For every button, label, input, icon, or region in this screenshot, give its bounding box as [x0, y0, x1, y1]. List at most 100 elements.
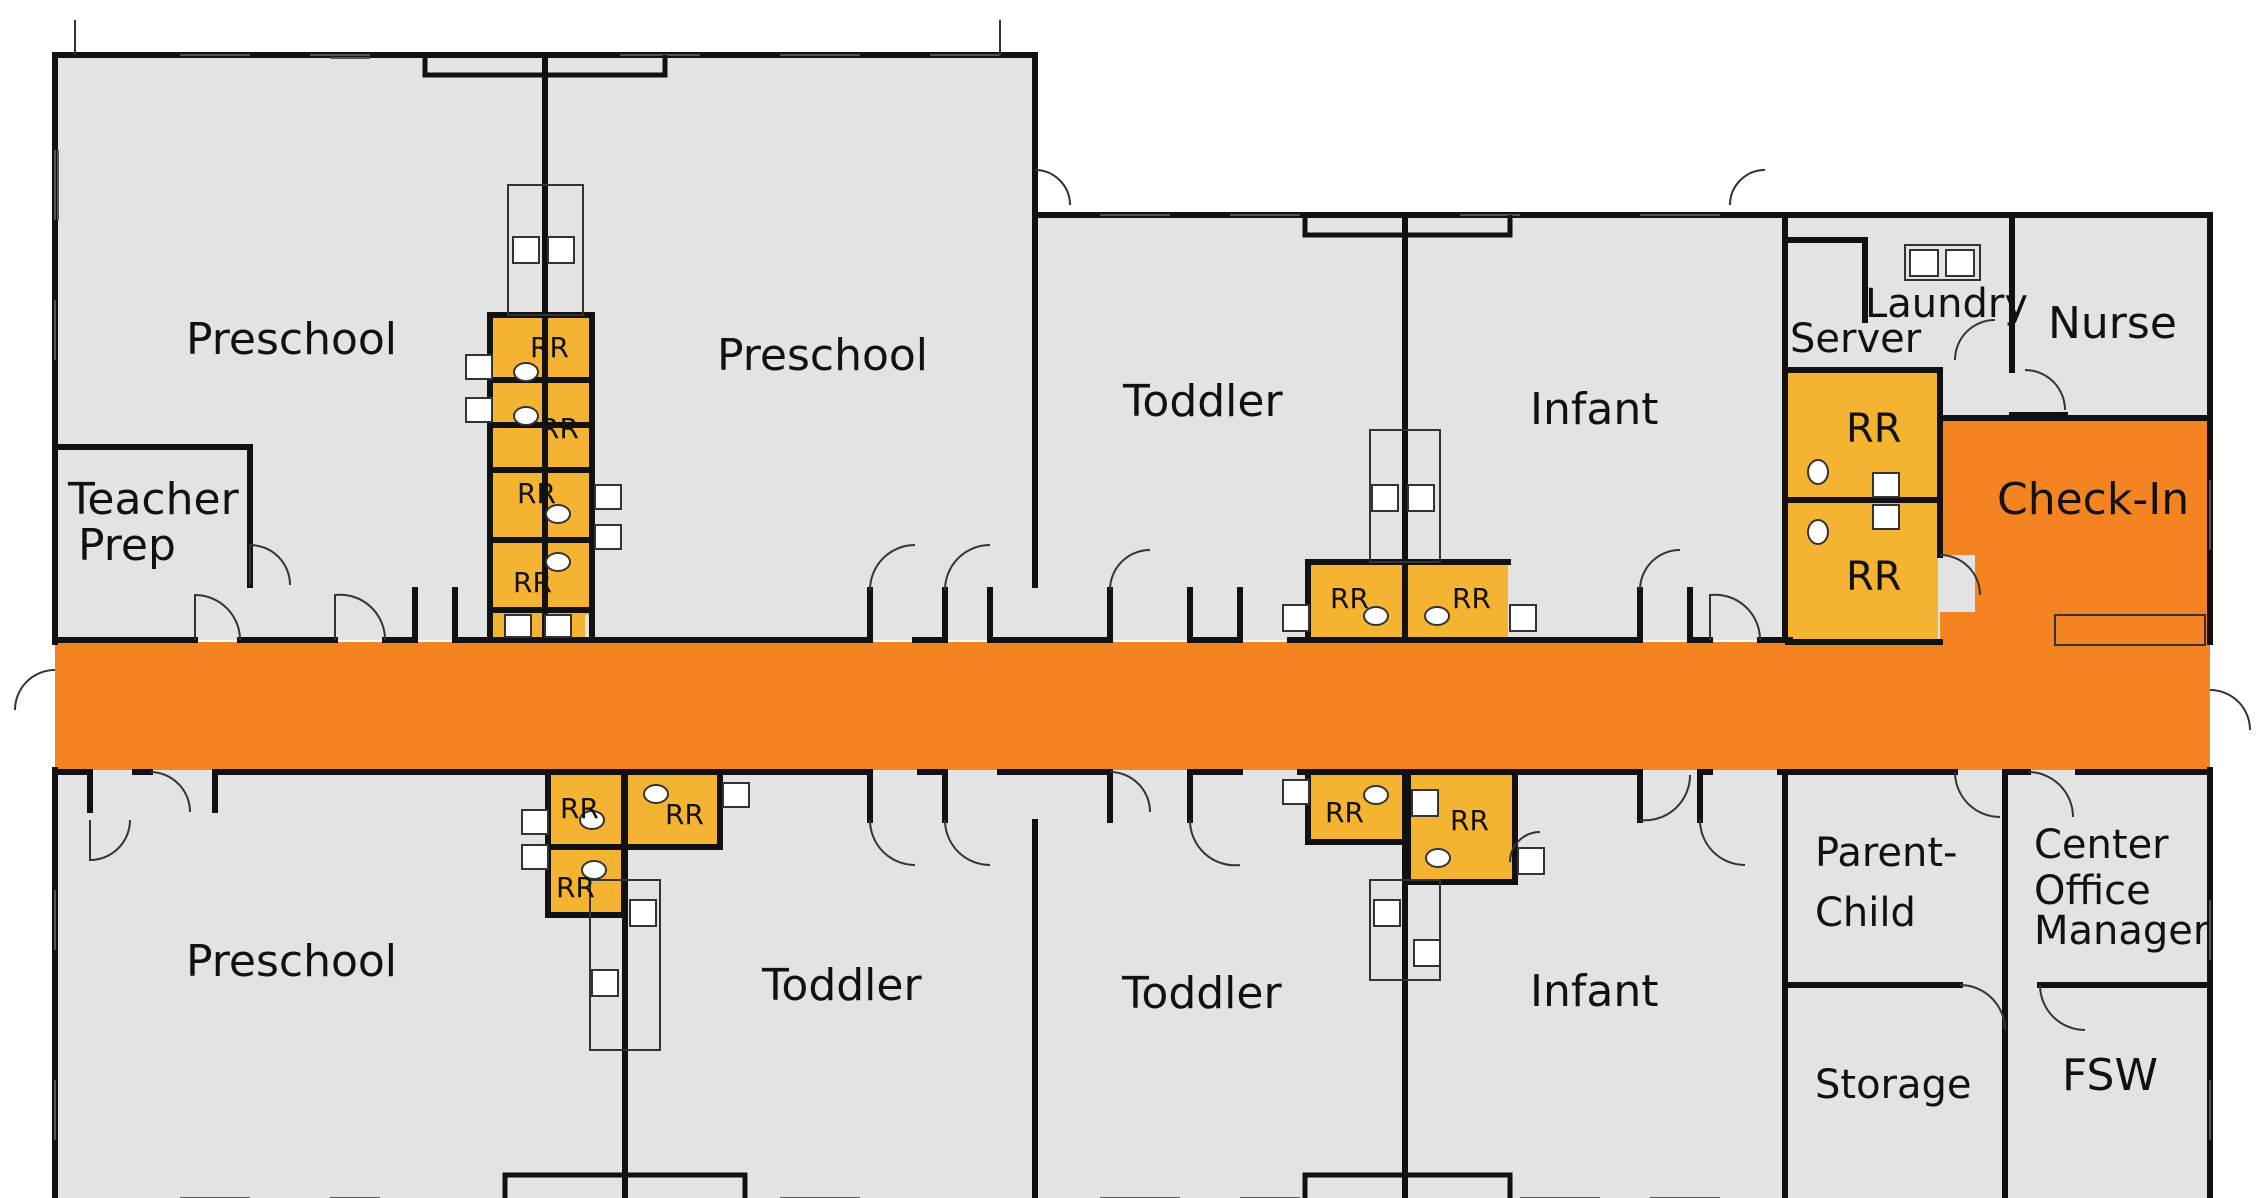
- sink-icon: [1411, 789, 1439, 817]
- countertops: [507, 184, 1981, 1051]
- toilet-icon: [545, 552, 571, 572]
- toilet-icon: [545, 504, 571, 524]
- toilet-icon: [1807, 519, 1829, 545]
- door-swing-icon: [1699, 819, 1746, 866]
- restroom-labels: RR RR RR RR RR RR RR RR RR RR RR RR RR: [513, 331, 1902, 904]
- toilet-icon: [579, 810, 605, 830]
- rr-block-checkin: [1788, 370, 1938, 642]
- room-label-nurse: Nurse: [2048, 298, 2177, 349]
- toilet-icon: [643, 784, 669, 804]
- rr-label: RR: [540, 412, 579, 445]
- room-label-teacher-prep-2: Prep: [78, 520, 176, 571]
- sink-icon: [1909, 249, 1939, 277]
- room-label-teacher-prep-1: Teacher: [67, 474, 240, 525]
- door-swing-icon: [1639, 549, 1681, 591]
- sink-icon: [594, 524, 622, 550]
- sink-icon: [1282, 779, 1310, 805]
- room-label-preschool-nc: Preschool: [717, 330, 928, 381]
- room-label-preschool-nw: Preschool: [186, 314, 397, 365]
- sink-icon: [465, 397, 493, 423]
- door-swing-icon: [869, 819, 916, 866]
- room-label-fsw: FSW: [2062, 1050, 2158, 1101]
- check-in-area: [1940, 418, 2210, 642]
- rr-label: RR: [556, 871, 595, 904]
- door-swing-icon: [2027, 771, 2074, 818]
- door-swing-icon: [1509, 831, 1541, 863]
- sink-icon: [504, 614, 532, 638]
- door-swing-icon: [1639, 774, 1692, 822]
- rr-label: RR: [1846, 406, 1902, 452]
- toilet-icon: [513, 362, 539, 382]
- sink-icon: [1517, 847, 1545, 875]
- room-label-infant-ne: Infant: [1530, 384, 1658, 435]
- door-swing-icon: [869, 544, 916, 591]
- door-swing-icon: [1954, 771, 2001, 818]
- door-swing-icon: [149, 771, 191, 813]
- window-bays: [422, 55, 1513, 1198]
- room-label-storage: Storage: [1815, 1062, 1972, 1108]
- sink-icon: [1282, 604, 1310, 632]
- rr-label: RR: [560, 792, 599, 825]
- room-labels: Preschool Preschool Toddler Infant Laund…: [67, 281, 2210, 1108]
- toilet-icons: [513, 362, 1829, 880]
- rr-block-sc2: [548, 847, 624, 917]
- door-swing-icon: [334, 593, 387, 641]
- rr-label: RR: [530, 331, 569, 364]
- sink-icon: [1872, 504, 1900, 530]
- rr-block-se: [1308, 772, 1408, 842]
- room-label-parent-child-1: Parent-: [1815, 830, 1957, 876]
- door-swing-icon: [89, 819, 131, 862]
- toilet-icon: [513, 406, 539, 426]
- sink-icon: [521, 809, 549, 835]
- toilet-icon: [1807, 459, 1829, 485]
- rr-label: RR: [1846, 554, 1902, 600]
- rr-label: RR: [1330, 582, 1369, 615]
- room-label-center-office-2: Office: [2034, 868, 2151, 914]
- sink-icon: [547, 236, 575, 264]
- door-swing-icon: [2039, 984, 2086, 1031]
- sink-icon: [722, 782, 750, 808]
- preschool-sw-floor: [55, 770, 625, 1198]
- sink-icon: [1407, 484, 1435, 512]
- corridor: [55, 642, 2210, 770]
- sink-icon: [1373, 899, 1401, 927]
- toilet-icon: [1363, 606, 1389, 626]
- door-swing-icon: [2209, 689, 2251, 731]
- door-swing-icon: [944, 819, 991, 866]
- toilet-icon: [1363, 785, 1389, 805]
- sink-icon: [521, 844, 549, 870]
- sink-icon: [512, 236, 540, 264]
- door-swing-icon: [1188, 819, 1241, 867]
- toilet-icon: [1425, 848, 1451, 868]
- sink-icon: [1945, 249, 1975, 277]
- room-label-center-office-1: Center: [2034, 822, 2169, 868]
- sink-icon: [594, 484, 622, 510]
- door-swing-icon: [1939, 554, 1981, 596]
- room-label-server: Server: [1790, 316, 1922, 362]
- sink-icon: [1872, 472, 1900, 498]
- rr-label: RR: [1452, 582, 1491, 615]
- door-swing-icons: [14, 20, 2251, 1031]
- door-swing-icon: [1034, 169, 1071, 206]
- door-swing-icon: [1709, 593, 1762, 641]
- windows: [54, 54, 2211, 1198]
- rr-block-sc: [548, 772, 723, 847]
- room-label-parent-child-2: Child: [1815, 890, 1916, 936]
- door-swing-icon: [944, 544, 991, 591]
- rr-label: RR: [517, 477, 556, 510]
- door-swing-icon: [14, 669, 56, 711]
- room-label-toddler-nc: Toddler: [1122, 376, 1283, 427]
- sink-icon: [465, 354, 493, 380]
- sink-icon: [544, 614, 572, 638]
- door-swing-icon: [1954, 319, 1996, 361]
- door-swing-icon: [194, 593, 241, 641]
- rr-label: RR: [1325, 796, 1364, 829]
- door-swing-icon: [1109, 771, 1151, 813]
- check-in-counter: [2054, 614, 2206, 646]
- room-label-laundry: Laundry: [1865, 281, 2028, 327]
- rr-label: RR: [665, 798, 704, 831]
- rr-block-nw: [490, 315, 592, 615]
- door-swing-icon: [1959, 984, 2006, 1031]
- preschool-nc-floor: [545, 55, 1035, 640]
